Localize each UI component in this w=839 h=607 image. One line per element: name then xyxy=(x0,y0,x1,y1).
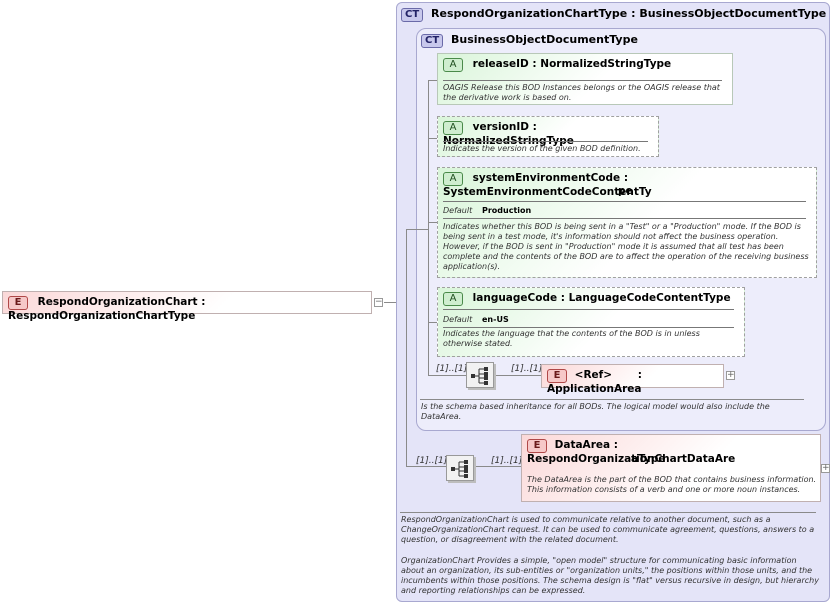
separator: : xyxy=(613,439,618,451)
sequence-icon[interactable] xyxy=(466,362,494,388)
attribute-system-environment-code[interactable]: A systemEnvironmentCode : SystemEnvironm… xyxy=(437,167,817,278)
element-ref: <Ref> xyxy=(574,369,613,381)
attribute-badge: A xyxy=(443,172,463,186)
connector-line xyxy=(428,222,437,223)
connector-line xyxy=(476,466,521,467)
attribute-type: NormalizedStringType xyxy=(540,58,672,70)
expand-toggle[interactable]: + xyxy=(821,463,830,473)
complex-type-badge: CT xyxy=(421,34,444,48)
divider xyxy=(443,309,734,310)
element-type-continued: aType xyxy=(631,453,666,465)
separator: : xyxy=(560,292,565,304)
cardinality-label: [1]..[1] xyxy=(436,364,468,374)
attribute-name: releaseID xyxy=(472,58,529,70)
element-doc: The DataArea is the part of the BOD that… xyxy=(527,475,817,494)
separator: : xyxy=(623,172,629,184)
attribute-language-code[interactable]: A languageCode : LanguageCodeContentType… xyxy=(437,287,745,357)
separator: : xyxy=(631,7,636,20)
divider xyxy=(443,327,734,328)
inner-type-header: CT BusinessObjectDocumentType xyxy=(421,33,638,48)
connector-line xyxy=(406,229,429,230)
outer-type-base: BusinessObjectDocumentType xyxy=(639,7,827,20)
attribute-type: LanguageCodeContentType xyxy=(568,292,731,304)
root-element-box[interactable]: E RespondOrganizationChart : RespondOrga… xyxy=(2,291,372,322)
root-element-name: RespondOrganizationChart xyxy=(37,296,198,308)
separator: : xyxy=(637,369,642,381)
element-type: RespondOrganizationChartDataAre xyxy=(527,453,736,465)
divider xyxy=(420,399,804,400)
attribute-doc: OAGIS Release this BOD Instances belongs… xyxy=(443,83,720,102)
connector-line xyxy=(428,322,437,323)
cardinality-label: [1]..[1] xyxy=(511,364,543,374)
attribute-name: systemEnvironmentCode xyxy=(472,172,621,184)
outer-type-doc: RespondOrganizationChart is used to comm… xyxy=(401,515,815,544)
cardinality-label: [1]..[1] xyxy=(491,456,523,466)
sequence-icon[interactable] xyxy=(446,455,474,481)
separator: : xyxy=(532,121,537,133)
divider xyxy=(443,141,648,142)
element-badge: E xyxy=(527,439,547,453)
connector-line xyxy=(384,302,406,303)
element-badge: E xyxy=(547,369,567,383)
default-value: en-US xyxy=(482,315,509,324)
attribute-badge: A xyxy=(443,58,463,72)
connector-line xyxy=(406,466,446,467)
element-data-area[interactable]: E DataArea : RespondOrganizationChartDat… xyxy=(521,434,821,502)
connector-line xyxy=(428,80,429,375)
inner-type-name: BusinessObjectDocumentType xyxy=(451,33,638,46)
outer-type-name: RespondOrganizationChartType xyxy=(431,7,628,20)
attribute-name: languageCode xyxy=(472,292,558,304)
attribute-doc: Indicates the language that the contents… xyxy=(443,329,700,348)
connector-line xyxy=(428,80,437,81)
connector-line xyxy=(406,229,407,466)
attribute-badge: A xyxy=(443,121,463,135)
attribute-badge: A xyxy=(443,292,463,306)
outer-type-header: CT RespondOrganizationChartType : Busine… xyxy=(401,7,826,22)
attribute-doc: Indicates the version of the given BOD d… xyxy=(443,144,641,153)
connector-line xyxy=(428,138,437,139)
attribute-version-id[interactable]: A versionID : NormalizedStringType Indic… xyxy=(437,116,659,157)
root-element-type: RespondOrganizationChartType xyxy=(8,310,196,322)
attribute-name: versionID xyxy=(472,121,529,133)
element-name: ApplicationArea xyxy=(547,383,642,395)
divider xyxy=(443,218,806,219)
divider xyxy=(400,512,816,513)
divider xyxy=(443,201,806,202)
outer-type-doc: OrganizationChart Provides a simple, "op… xyxy=(401,556,819,595)
complex-type-badge: CT xyxy=(401,8,424,22)
attribute-type: SystemEnvironmentCodeContentTy xyxy=(443,186,652,198)
attribute-release-id[interactable]: A releaseID : NormalizedStringType OAGIS… xyxy=(437,53,733,105)
default-label: Default xyxy=(443,206,473,215)
default-label: Default xyxy=(443,315,473,324)
inner-type-doc: Is the schema based inheritance for all … xyxy=(421,402,770,421)
connector-line xyxy=(428,375,466,376)
divider xyxy=(443,80,722,81)
connector-line xyxy=(496,375,541,376)
separator: : xyxy=(532,58,537,70)
expand-toggle[interactable]: + xyxy=(726,370,735,380)
default-value: Production xyxy=(482,206,532,215)
element-badge: E xyxy=(8,296,28,310)
attribute-type-continued: pe xyxy=(618,185,633,197)
separator: : xyxy=(201,296,206,308)
element-name: DataArea xyxy=(554,439,611,451)
attribute-doc: Indicates whether this BOD is being sent… xyxy=(443,222,809,271)
collapse-toggle[interactable]: − xyxy=(374,297,383,307)
element-application-area[interactable]: E <Ref> : ApplicationArea xyxy=(541,364,724,395)
cardinality-label: [1]..[1] xyxy=(416,456,448,466)
